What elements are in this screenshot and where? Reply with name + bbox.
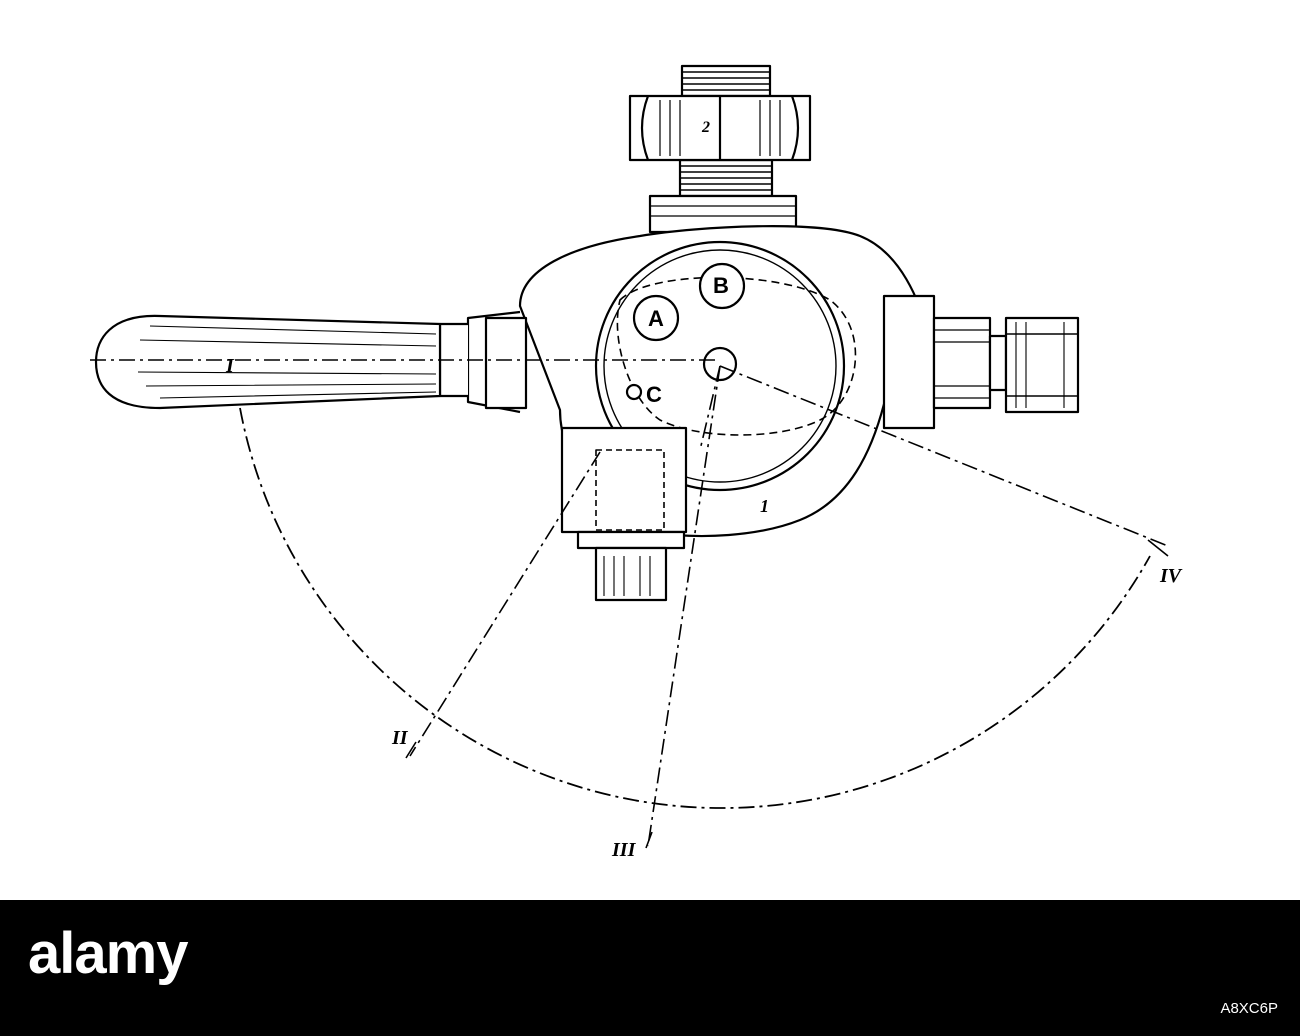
port-b-circle: [698, 262, 746, 310]
port-a-circle: [632, 294, 680, 342]
valve-drawing: A B C I II III IV 1 2: [90, 64, 1183, 861]
right-pipe-fitting: [882, 294, 1080, 430]
port-c-circle: [625, 383, 643, 401]
position-iii-label: III: [611, 839, 637, 861]
port-a-label: A: [648, 306, 664, 331]
hex-nut: [628, 94, 812, 162]
port-c-label: C: [646, 382, 662, 407]
position-ii-label: II: [391, 727, 409, 749]
part-number-2: 2: [701, 119, 710, 136]
center-spindle: [702, 346, 738, 382]
port-b-label: B: [713, 273, 729, 298]
part-number-1: 1: [760, 496, 769, 516]
centerlines: [90, 359, 1169, 847]
swing-arc: [239, 407, 1151, 809]
watermark-bar: alamy A8XC6P: [0, 900, 1300, 1036]
alamy-logo: alamy: [28, 921, 188, 986]
stock-id: A8XC6P: [1220, 1000, 1278, 1017]
threaded-stud: [678, 64, 774, 198]
position-iv-label: IV: [1159, 565, 1183, 587]
lower-outlet: [560, 426, 688, 602]
position-i-label: I: [225, 355, 235, 377]
handle: [94, 310, 528, 414]
